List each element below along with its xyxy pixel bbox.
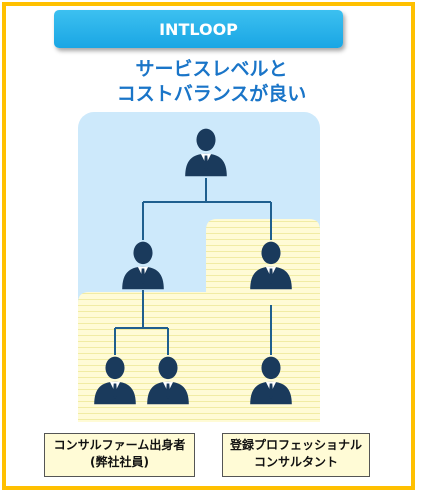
label-firm-alumni: コンサルファーム出身者 (弊社社員): [44, 433, 195, 477]
intloop-banner: INTLOOP: [54, 10, 343, 48]
banner-label: INTLOOP: [159, 19, 238, 39]
label-firm-alumni-line1: コンサルファーム出身者: [53, 438, 186, 452]
label-registered-line2: コンサルタント: [253, 455, 338, 469]
label-firm-alumni-line2: (弊社社員): [90, 455, 149, 469]
headline-line-1: サービスレベルと: [135, 58, 288, 80]
label-registered-consultant: 登録プロフェッショナル コンサルタント: [222, 433, 370, 477]
headline-line-2: コストバランスが良い: [116, 83, 307, 105]
connector-lines: [114, 178, 272, 355]
label-registered-line1: 登録プロフェッショナル: [229, 438, 362, 452]
